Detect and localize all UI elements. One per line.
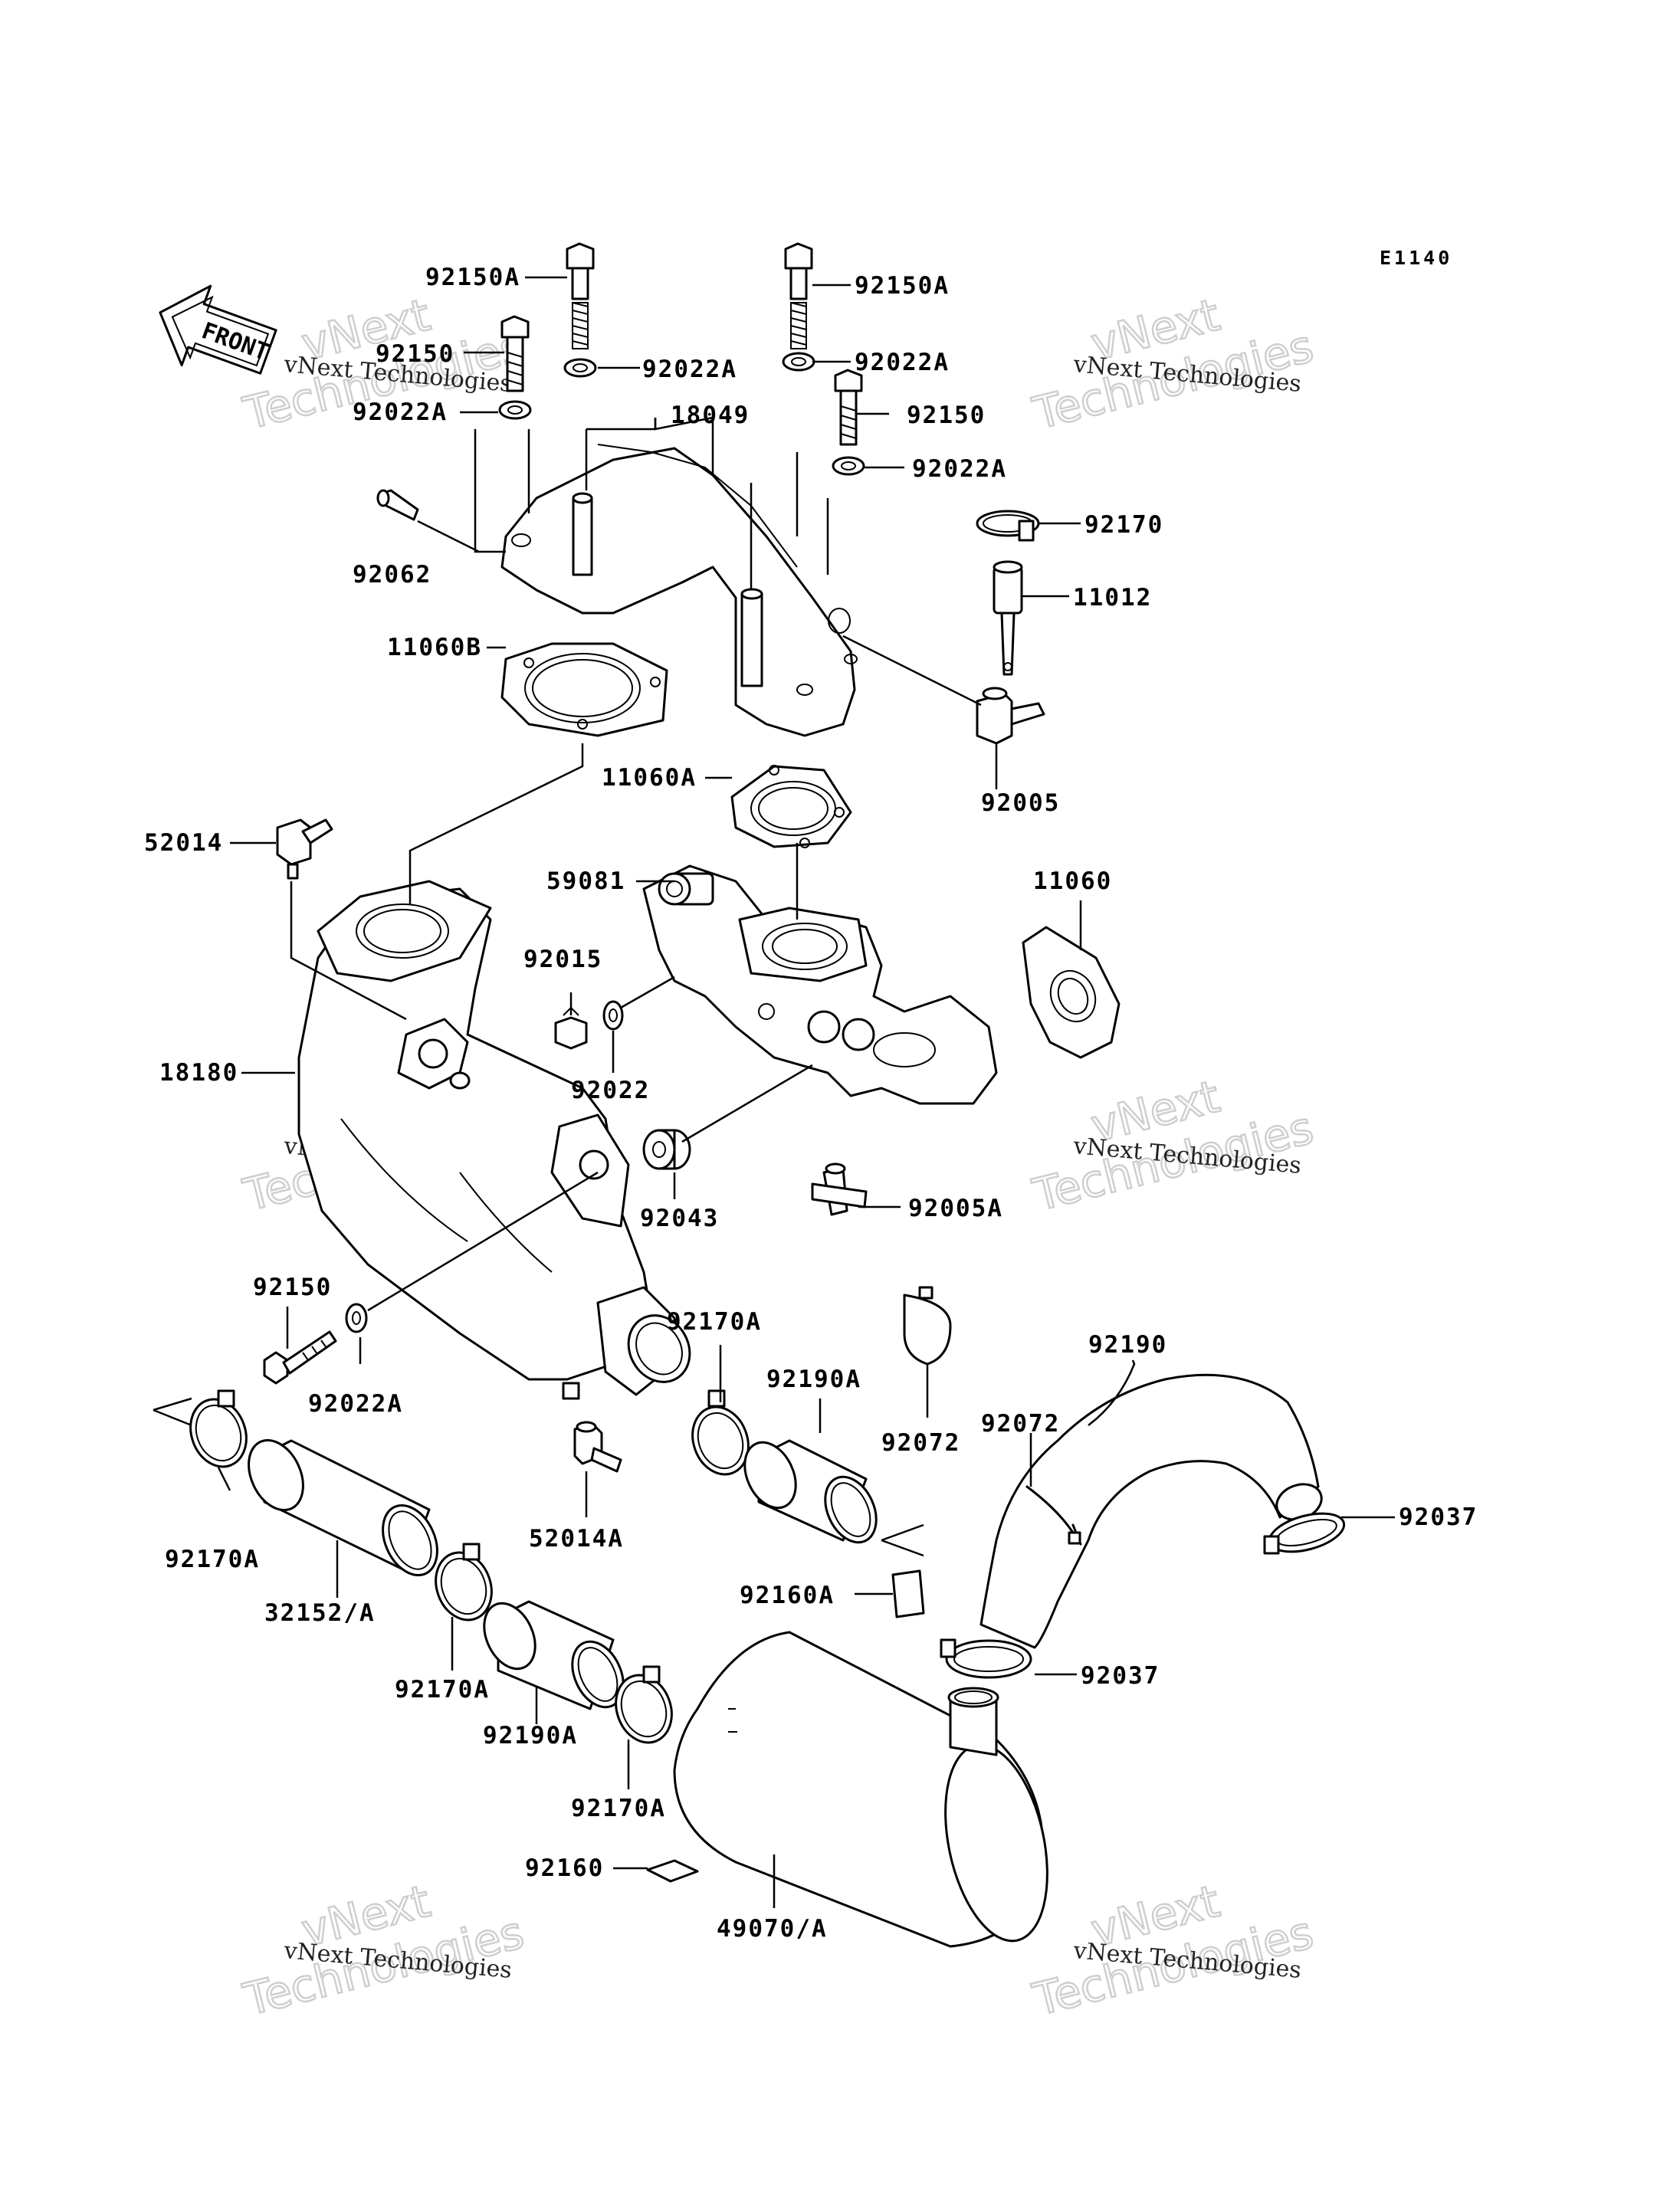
label-92170: 92170 xyxy=(1084,511,1163,539)
fitting-52014A xyxy=(573,1421,622,1473)
label-92170A-mid: 92170A xyxy=(395,1676,490,1703)
label-92150-lower: 92150 xyxy=(253,1274,332,1301)
label-92037-upper: 92037 xyxy=(1399,1503,1478,1531)
fitting-52014 xyxy=(276,818,333,880)
label-11012: 11012 xyxy=(1073,584,1152,612)
label-92022A-top-right: 92022A xyxy=(855,349,950,376)
gasket-11060 xyxy=(1022,926,1121,1059)
label-52014: 52014 xyxy=(144,829,223,857)
pad-92160A xyxy=(891,1569,925,1618)
gasket-11060B xyxy=(500,642,668,737)
label-92022A-left: 92022A xyxy=(353,398,448,426)
label-92150-upper-right: 92150 xyxy=(907,402,986,429)
label-92160: 92160 xyxy=(525,1854,604,1882)
label-32152A: 32152/A xyxy=(264,1599,376,1627)
label-11060B: 11060B xyxy=(387,634,482,661)
label-92043: 92043 xyxy=(640,1205,719,1232)
spacer-92043 xyxy=(642,1129,691,1170)
label-92022A-right: 92022A xyxy=(912,455,1007,483)
label-92160A: 92160A xyxy=(740,1582,835,1609)
label-92072-a: 92072 xyxy=(881,1429,960,1457)
hose-32152A xyxy=(248,1438,438,1577)
plug-11012 xyxy=(993,560,1023,676)
bolt-92150-upper-right xyxy=(834,369,863,446)
label-18049: 18049 xyxy=(671,402,750,429)
label-92170A-lower: 92170A xyxy=(571,1795,666,1822)
clamp-92037-upper xyxy=(1263,1512,1346,1555)
label-92022: 92022 xyxy=(571,1077,650,1104)
hose-92190A-lower xyxy=(483,1600,625,1710)
washer-92022A-lower xyxy=(345,1303,368,1333)
watermark-bottom-right: vNext Technologies vNext Technologies xyxy=(1027,1874,1319,2027)
clamp-92170A-left xyxy=(189,1389,248,1468)
expansion-chamber-18180 xyxy=(297,880,691,1400)
washer-92022A-a xyxy=(563,358,597,378)
label-92150A-right: 92150A xyxy=(855,272,950,300)
bolt-92150-lower xyxy=(263,1330,337,1385)
watermark-bottom-left: vNext Technologies vNext Technologies xyxy=(238,1874,530,2027)
label-49070A: 49070/A xyxy=(717,1915,828,1943)
gasket-11060A xyxy=(730,765,852,848)
label-92170A-right: 92170A xyxy=(667,1308,762,1336)
label-92022A-top-left: 92022A xyxy=(642,356,737,383)
label-52014A: 52014A xyxy=(529,1525,624,1553)
nut-92015 xyxy=(554,1006,588,1050)
label-92150-upper-left: 92150 xyxy=(376,340,454,368)
watermark-top-right: vNext Technologies vNext Technologies xyxy=(1027,287,1319,441)
manifold-59081 xyxy=(642,864,998,1105)
washer-92022A-b xyxy=(782,352,815,372)
label-92022A-lower: 92022A xyxy=(308,1390,403,1418)
label-92190A-upper: 92190A xyxy=(766,1366,861,1393)
part-labels: 92150A 92150A 92150 92022A 92022A 92022A… xyxy=(144,264,1478,1943)
label-92190: 92190 xyxy=(1088,1331,1167,1359)
watermark-mid-right: vNext Technologies vNext Technologies xyxy=(1027,1069,1319,1222)
pad-92160 xyxy=(646,1859,699,1883)
washer-92022A-d xyxy=(832,456,865,476)
clamp-92170 xyxy=(976,510,1040,542)
label-11060: 11060 xyxy=(1033,867,1112,895)
exhaust-pipe-18049 xyxy=(500,444,858,737)
label-92150A-left: 92150A xyxy=(425,264,520,291)
label-92005: 92005 xyxy=(981,789,1060,817)
clamp-92170A-lower xyxy=(615,1665,673,1744)
muffler-49070A xyxy=(673,1631,1048,1948)
bolt-92150A-right xyxy=(784,242,813,349)
label-59081: 59081 xyxy=(546,867,625,895)
diagram-code: E1140 xyxy=(1380,247,1452,269)
label-92015: 92015 xyxy=(523,946,602,973)
pipe-92190 xyxy=(979,1373,1323,1649)
washer-92022A-c xyxy=(498,400,532,420)
label-92072-b: 92072 xyxy=(981,1410,1060,1438)
bolt-92150A-left xyxy=(566,242,595,349)
label-92062: 92062 xyxy=(353,561,431,589)
tie-92072-a xyxy=(903,1286,952,1366)
label-18180: 18180 xyxy=(159,1059,238,1087)
fitting-92005 xyxy=(976,687,1045,745)
fitting-92005A xyxy=(811,1162,868,1216)
washer-92022 xyxy=(602,1000,624,1031)
front-arrow: FRONT xyxy=(159,284,277,375)
leader-lines xyxy=(153,276,1395,1908)
hose-92190A-upper xyxy=(743,1439,878,1544)
label-92005A: 92005A xyxy=(908,1195,1003,1222)
clamp-92170A-mid xyxy=(435,1543,493,1622)
label-92170A-left: 92170A xyxy=(165,1546,260,1573)
label-92037-lower: 92037 xyxy=(1081,1662,1160,1690)
label-11060A: 11060A xyxy=(602,764,697,792)
bolt-92150-upper-left xyxy=(500,315,530,392)
clamp-92037-lower xyxy=(940,1638,1032,1679)
label-92190A-lower: 92190A xyxy=(483,1722,578,1749)
stud-92062 xyxy=(376,489,419,521)
